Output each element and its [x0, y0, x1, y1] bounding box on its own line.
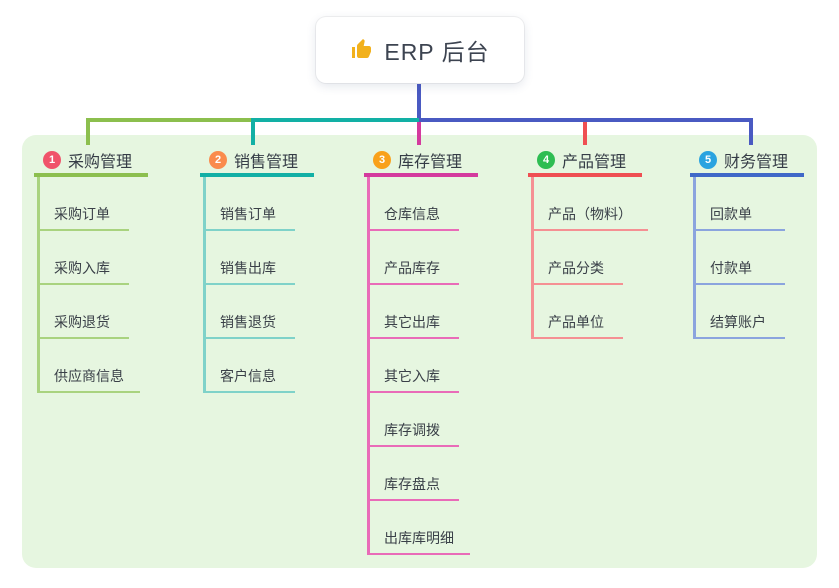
child-node[interactable]: 产品分类: [531, 231, 623, 285]
connector-drop-finance: [749, 118, 753, 145]
child-node[interactable]: 采购退货: [37, 285, 129, 339]
child-label: 库存调拨: [384, 422, 440, 438]
child-node[interactable]: 结算账户: [693, 285, 785, 339]
connector-drop-product: [583, 122, 587, 145]
child-label: 其它入库: [384, 368, 440, 384]
branch-label: 销售管理: [234, 154, 299, 171]
branch-column: 5 财务管理 回款单付款单结算账户: [690, 145, 839, 339]
child-label: 采购订单: [54, 206, 110, 222]
branch-column: 2 销售管理 销售订单销售出库销售退货客户信息: [200, 145, 350, 393]
child-label: 销售退货: [220, 314, 276, 330]
child-node[interactable]: 其它入库: [367, 339, 459, 393]
branch-label: 产品管理: [562, 154, 627, 171]
branch-trunk-line: [367, 177, 370, 555]
child-label: 仓库信息: [384, 206, 440, 222]
branches-panel: [22, 135, 817, 568]
child-label: 库存盘点: [384, 476, 440, 492]
branch-header[interactable]: 2 销售管理: [200, 145, 314, 177]
child-label: 产品单位: [548, 314, 604, 330]
branch-header[interactable]: 5 财务管理: [690, 145, 804, 177]
branch-header[interactable]: 1 采购管理: [34, 145, 148, 177]
child-label: 供应商信息: [54, 368, 124, 384]
child-node[interactable]: 采购入库: [37, 231, 129, 285]
child-node[interactable]: 产品单位: [531, 285, 623, 339]
branch-label: 库存管理: [398, 154, 463, 171]
child-label: 销售订单: [220, 206, 276, 222]
child-node[interactable]: 仓库信息: [367, 177, 459, 231]
child-node[interactable]: 销售订单: [203, 177, 295, 231]
branch-column: 3 库存管理 仓库信息产品库存其它出库其它入库库存调拨库存盘点出库库明细: [364, 145, 514, 555]
branch-number-badge: 1: [43, 151, 61, 169]
child-node[interactable]: 销售退货: [203, 285, 295, 339]
child-node[interactable]: 其它出库: [367, 285, 459, 339]
child-node[interactable]: 客户信息: [203, 339, 295, 393]
connector-drop-inventory: [417, 122, 421, 145]
child-label: 销售出库: [220, 260, 276, 276]
child-label: 回款单: [710, 206, 752, 222]
branch-children: 销售订单销售出库销售退货客户信息: [203, 177, 350, 393]
child-node[interactable]: 库存调拨: [367, 393, 459, 447]
child-node[interactable]: 库存盘点: [367, 447, 459, 501]
branch-number-badge: 4: [537, 151, 555, 169]
child-node[interactable]: 付款单: [693, 231, 785, 285]
branch-children: 仓库信息产品库存其它出库其它入库库存调拨库存盘点出库库明细: [367, 177, 514, 555]
child-label: 产品分类: [548, 260, 604, 276]
connector-drop-purchase: [86, 118, 90, 145]
branch-number-badge: 2: [209, 151, 227, 169]
child-label: 产品库存: [384, 260, 440, 276]
branch-trunk-line: [693, 177, 696, 339]
root-node[interactable]: ERP 后台: [316, 17, 524, 83]
branch-children: 采购订单采购入库采购退货供应商信息: [37, 177, 184, 393]
child-label: 结算账户: [710, 314, 766, 330]
child-label: 采购入库: [54, 260, 110, 276]
branch-number-badge: 3: [373, 151, 391, 169]
thumbs-up-icon: [352, 39, 372, 58]
connector-root-drop: [417, 83, 421, 122]
child-label: 客户信息: [220, 368, 276, 384]
branch-trunk-line: [531, 177, 534, 339]
child-label: 付款单: [710, 260, 752, 276]
branch-number-badge: 5: [699, 151, 717, 169]
child-node[interactable]: 采购订单: [37, 177, 129, 231]
child-node[interactable]: 供应商信息: [37, 339, 140, 393]
connector-drop-sales: [251, 118, 255, 145]
child-node[interactable]: 回款单: [693, 177, 785, 231]
branch-label: 采购管理: [68, 154, 133, 171]
branch-column: 1 采购管理 采购订单采购入库采购退货供应商信息: [34, 145, 184, 393]
child-node[interactable]: 销售出库: [203, 231, 295, 285]
branch-header[interactable]: 3 库存管理: [364, 145, 478, 177]
branch-children: 产品（物料） 产品分类产品单位: [531, 177, 678, 339]
branch-header[interactable]: 4 产品管理: [528, 145, 642, 177]
child-node[interactable]: 产品库存: [367, 231, 459, 285]
root-label: ERP 后台: [384, 39, 490, 65]
child-label: 产品（物料）: [548, 206, 632, 222]
branch-children: 回款单付款单结算账户: [693, 177, 839, 339]
child-label: 采购退货: [54, 314, 110, 330]
branch-trunk-line: [203, 177, 206, 393]
branch-column: 4 产品管理 产品（物料） 产品分类产品单位: [528, 145, 678, 339]
child-label: 其它出库: [384, 314, 440, 330]
child-node[interactable]: 出库库明细: [367, 501, 470, 555]
branch-label: 财务管理: [724, 154, 789, 171]
connector-bus-left: [86, 118, 253, 122]
child-node[interactable]: 产品（物料）: [531, 177, 648, 231]
branch-trunk-line: [37, 177, 40, 393]
connector-bus-right: [419, 118, 753, 122]
connector-bus-mid: [253, 118, 419, 122]
child-label: 出库库明细: [384, 530, 454, 546]
